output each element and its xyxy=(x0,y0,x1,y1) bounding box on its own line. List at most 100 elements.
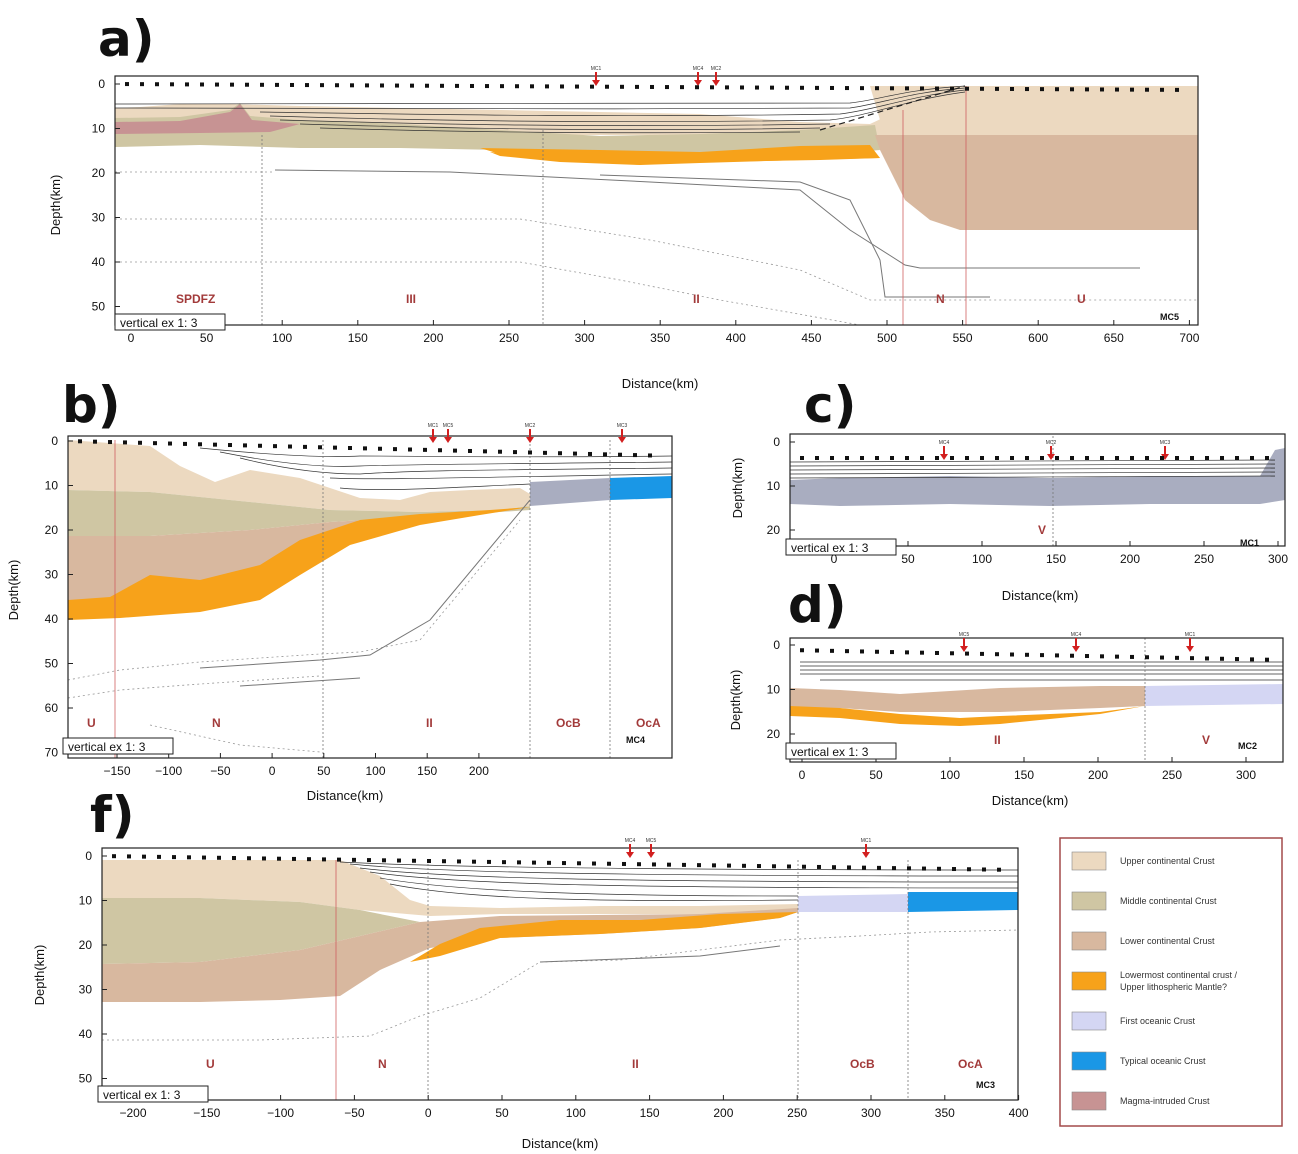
c-xtick-label: 0 xyxy=(831,552,838,566)
a-obs-station xyxy=(800,85,804,90)
f-middle-crust xyxy=(102,898,420,964)
c-crossing-arrow-head xyxy=(1161,454,1169,460)
d-frame xyxy=(789,637,1284,763)
a-obs-station xyxy=(305,83,309,88)
f-crossing-arrow-head xyxy=(862,852,870,858)
a-lowermost xyxy=(480,145,880,164)
d-ylabel: Depth(km) xyxy=(728,670,743,731)
c-obs-station xyxy=(1175,456,1179,460)
d-crossing-label: MC1 xyxy=(1185,632,1196,638)
f-obs-station xyxy=(442,859,446,864)
b-ytick-label: 60 xyxy=(45,701,59,715)
c-obs-station xyxy=(980,456,984,460)
b-crossing-arrow-head xyxy=(526,437,534,443)
b-obs-station xyxy=(303,444,307,449)
b-obs-station xyxy=(603,452,607,457)
f-obs-station xyxy=(667,862,671,867)
b-ytick-label: 10 xyxy=(45,479,59,493)
d-crossing-label: MC5 xyxy=(959,632,970,638)
a-obs-station xyxy=(590,84,594,89)
d-xtick-label: 300 xyxy=(1236,768,1256,782)
c-ytick-label: 10 xyxy=(767,479,781,493)
f-obs-station xyxy=(802,864,806,869)
b-zone-ocb: OcB xyxy=(556,716,581,730)
b-obs-station xyxy=(408,447,412,452)
d-obs-station xyxy=(1190,656,1194,661)
a-obs-station xyxy=(725,85,729,90)
a-lower-crust xyxy=(875,135,1198,230)
d-obs-station xyxy=(980,651,984,656)
a-zone-iii: III xyxy=(406,292,416,306)
a-crossing-arrow-head xyxy=(712,80,720,86)
f-obs-station xyxy=(967,867,971,872)
a-crossing-label: MC2 xyxy=(711,66,722,72)
a-obs-station xyxy=(485,84,489,89)
f-vex-text: vertical ex 1: 3 xyxy=(103,1088,181,1102)
f-xtick-label: −200 xyxy=(119,1106,146,1120)
b-obs-station xyxy=(348,446,352,451)
f-obs-station xyxy=(997,867,1001,872)
a-ytick-label: 30 xyxy=(92,211,106,225)
f-obs-station xyxy=(262,856,266,861)
f-xtick-label: −50 xyxy=(344,1106,365,1120)
b-frame xyxy=(67,435,673,759)
f-obs-station xyxy=(217,855,221,860)
f-first-oceanic xyxy=(798,894,908,912)
b-obs-station xyxy=(453,448,457,453)
c-obs-station xyxy=(1265,456,1269,460)
c-frame xyxy=(789,433,1286,547)
c-obs-station xyxy=(1145,456,1149,460)
c-obs-station xyxy=(845,456,849,460)
f-xtick-label: −100 xyxy=(267,1106,294,1120)
c-vex-box xyxy=(785,538,897,556)
legend-label: Magma-intruded Crust xyxy=(1120,1096,1210,1106)
a-obs-station xyxy=(755,85,759,90)
c-obs-station xyxy=(1010,456,1014,460)
b-ytick-label: 40 xyxy=(45,612,59,626)
a-ytick-label: 50 xyxy=(92,300,106,314)
c-obs-station xyxy=(1085,456,1089,460)
b-obs-station xyxy=(483,449,487,454)
a-obs-station xyxy=(515,84,519,89)
c-obs-station xyxy=(1100,456,1104,460)
d-ytick-label: 0 xyxy=(773,638,780,652)
a-obs-station xyxy=(440,83,444,88)
a-magma-crust xyxy=(115,104,300,134)
d-obs-station xyxy=(815,648,819,653)
b-obs-station xyxy=(78,439,82,444)
c-obs-station xyxy=(1235,456,1239,460)
f-obs-station xyxy=(352,857,356,862)
f-obs-station xyxy=(697,863,701,868)
b-obs-station xyxy=(318,445,322,450)
b-crossing-arrow-head xyxy=(429,437,437,443)
b-crossing-label: MC3 xyxy=(617,423,628,429)
a-obs-station xyxy=(995,86,999,91)
d-lowermost xyxy=(790,706,1145,726)
b-obs-station xyxy=(513,450,517,455)
legend-swatch xyxy=(1071,1051,1107,1071)
f-obs-station xyxy=(832,865,836,870)
d-xtick-label: 50 xyxy=(869,768,883,782)
legend-label: Typical oceanic Crust xyxy=(1120,1056,1206,1066)
c-obs-station xyxy=(830,456,834,460)
a-obs-station xyxy=(1115,87,1119,92)
a-obs-station xyxy=(365,83,369,88)
a-xtick-label: 400 xyxy=(726,331,746,345)
d-first-oceanic xyxy=(1145,684,1283,706)
a-obs-station xyxy=(335,83,339,88)
a-red-lines xyxy=(902,86,967,325)
f-obs-station xyxy=(952,867,956,872)
f-obs-station xyxy=(367,858,371,863)
f-obs-station xyxy=(472,859,476,864)
f-obs-station xyxy=(307,857,311,862)
a-obs-station xyxy=(350,83,354,88)
f-xtick-label: −150 xyxy=(193,1106,220,1120)
legend-swatch xyxy=(1071,1091,1107,1111)
a-ylabel: Depth(km) xyxy=(48,175,63,236)
b-deep-lines xyxy=(199,499,531,687)
c-obs-station xyxy=(995,456,999,460)
